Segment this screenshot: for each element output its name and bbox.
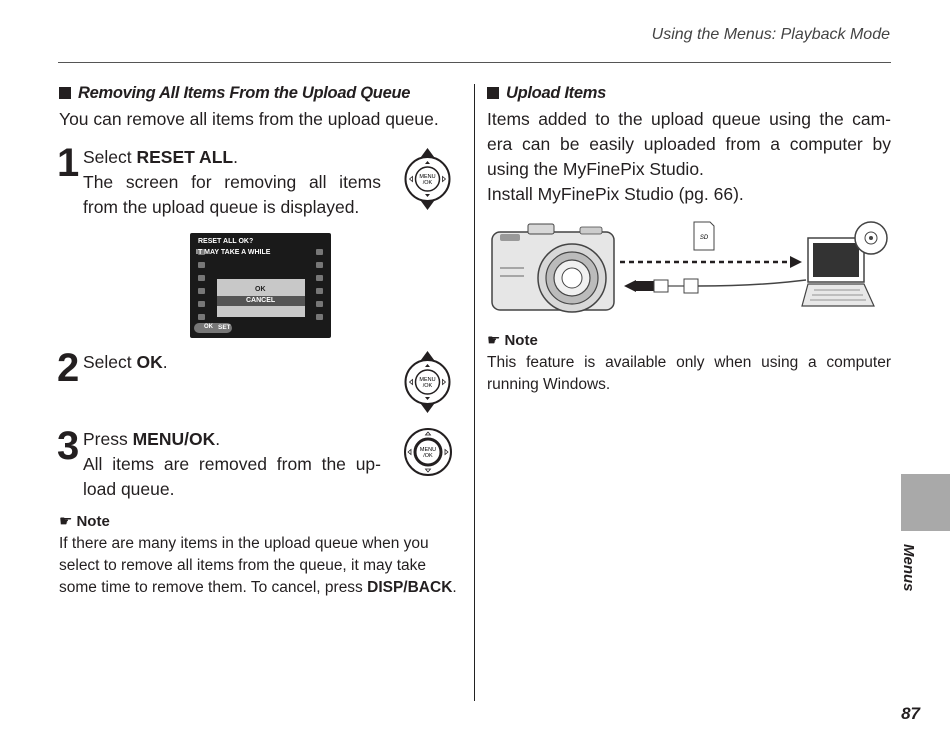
- section-title-upload: Upload Items: [487, 84, 606, 103]
- step2-instruction: Select OK.: [83, 352, 168, 372]
- cd-disc-icon: [854, 221, 888, 255]
- menu-ok-button-icon: MENU /OK: [404, 428, 452, 476]
- svg-text:MENU: MENU: [419, 174, 435, 180]
- selector-dial-updown-icon: MENU /OK: [404, 148, 451, 210]
- step1-desc-line1: The screen for removing all items: [83, 172, 381, 192]
- step-number-3: 3: [57, 424, 79, 468]
- screen-ok-key: OK: [204, 324, 213, 330]
- step1-description: The screen for removing all items from t…: [83, 170, 381, 220]
- camera-to-computer-illustration: SD: [491, 221, 888, 313]
- step1-instruction: Select RESET ALL.: [83, 147, 238, 167]
- page-number: 87: [901, 704, 920, 723]
- upload-line3: using the MyFinePix Studio.: [487, 159, 704, 179]
- header-rule: [58, 62, 891, 63]
- screen-cancel-highlight: [217, 296, 305, 306]
- step1-desc-line2: from the upload queue is displayed.: [83, 197, 360, 217]
- section-title-remove: Removing All Items From the Upload Queue: [59, 84, 410, 103]
- pointing-hand-icon: ☛: [59, 513, 73, 530]
- note-heading-left: ☛Note: [59, 513, 110, 530]
- upload-description: Items added to the upload queue using th…: [487, 107, 891, 207]
- screen-option-ok: OK: [255, 286, 266, 293]
- step-number-2: 2: [57, 346, 79, 390]
- bullet-square-icon-2: [487, 87, 499, 99]
- screen-set-label: SET: [218, 324, 231, 331]
- note-right-line2: running Windows.: [487, 376, 611, 393]
- note-heading-right: ☛Note: [487, 332, 538, 349]
- bullet-square-icon: [59, 87, 71, 99]
- screen-subtitle: IT MAY TAKE A WHILE: [196, 249, 271, 256]
- upload-line1: Items added to the upload queue using th…: [487, 109, 891, 129]
- note-right-line1: This feature is available only when usin…: [487, 354, 891, 371]
- upload-line4: Install MyFinePix Studio (pg. 66).: [487, 184, 744, 204]
- step3-desc-line2: load queue.: [83, 479, 175, 499]
- screen-set-button: [194, 323, 232, 333]
- camera-icon: [491, 223, 615, 313]
- step3-instruction: Press MENU/OK.: [83, 429, 221, 449]
- pointing-hand-icon-2: ☛: [487, 332, 501, 349]
- screen-option-cancel: CANCEL: [246, 297, 276, 304]
- svg-text:MENU: MENU: [419, 377, 435, 383]
- step3-desc-line1: All items are removed from the up-: [83, 454, 381, 474]
- svg-text:/OK: /OK: [423, 180, 433, 186]
- sd-card-icon: SD: [693, 221, 715, 251]
- svg-text:/OK: /OK: [423, 383, 433, 389]
- upload-line2: era can be easily uploaded from a comput…: [487, 134, 891, 154]
- svg-text:MENU: MENU: [420, 447, 436, 453]
- menus-side-label: Menus: [900, 544, 917, 592]
- screen-title: RESET ALL OK?: [198, 238, 254, 245]
- note-text-left: If there are many items in the upload qu…: [59, 533, 464, 599]
- camera-lcd-screen: RESET ALL OK? IT MAY TAKE A WHILE OK CAN…: [190, 233, 331, 338]
- intro-text: You can remove all items from the upload…: [59, 109, 439, 129]
- selector-dial-updown-icon-2: MENU /OK: [404, 351, 451, 413]
- note-left-line1: If there are many items in the upload qu…: [59, 535, 429, 552]
- laptop-icon: [801, 237, 875, 307]
- svg-text:SD: SD: [700, 235, 709, 241]
- column-divider: [474, 84, 475, 701]
- step3-description: All items are removed from the up- load …: [83, 452, 381, 502]
- running-header: Using the Menus: Playback Mode: [651, 26, 890, 43]
- note-left-line2: select to remove all items from the queu…: [59, 557, 426, 574]
- step-number-1: 1: [57, 141, 79, 185]
- note-left-line3: some time to remove them. To cancel, pre…: [59, 579, 457, 596]
- svg-text:/OK: /OK: [423, 453, 433, 459]
- note-text-right: This feature is available only when usin…: [487, 352, 891, 396]
- menus-side-tab: [901, 474, 950, 531]
